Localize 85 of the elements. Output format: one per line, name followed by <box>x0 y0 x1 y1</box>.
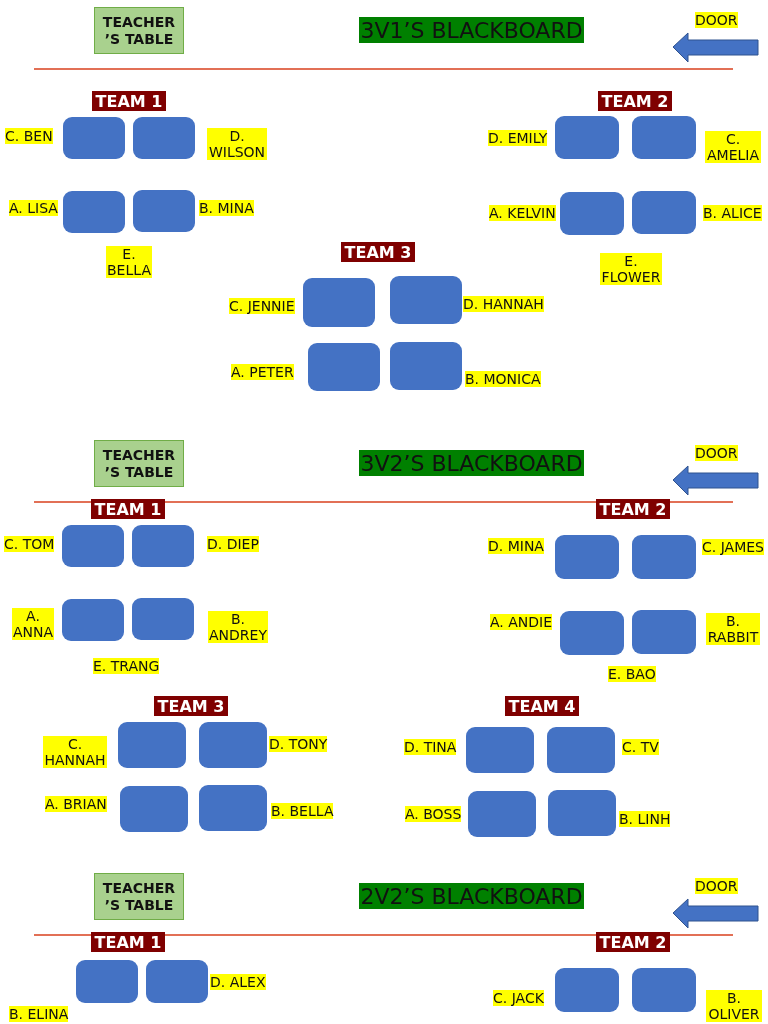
student-desk <box>468 791 536 837</box>
team-heading: TEAM 1 <box>91 932 165 952</box>
name-label: D. HANNAH <box>463 296 544 312</box>
name-label: B. MONICA <box>465 371 541 387</box>
team-heading: TEAM 4 <box>505 696 579 716</box>
name-label: B. OLIVER <box>706 990 762 1022</box>
student-desk <box>390 342 462 390</box>
name-label: C. JACK <box>493 990 544 1006</box>
name-label: B. LINH <box>619 811 671 827</box>
student-desk <box>63 117 125 159</box>
student-desk <box>62 525 124 567</box>
name-label: B. RABBIT <box>706 613 760 645</box>
student-desk <box>632 191 696 234</box>
student-desk <box>555 968 619 1012</box>
name-label: B. MINA <box>199 200 254 216</box>
name-label: DOOR <box>695 878 738 894</box>
blackboard-banner: 3V2’S BLACKBOARD <box>359 450 584 476</box>
name-label: B. ALICE <box>703 205 762 221</box>
student-desk <box>62 599 124 641</box>
student-desk <box>76 960 138 1003</box>
student-desk <box>548 790 616 836</box>
student-desk <box>118 722 186 768</box>
student-desk <box>133 117 195 159</box>
blackboard-banner: 3V1’S BLACKBOARD <box>359 17 584 43</box>
name-label: D. TINA <box>404 739 457 755</box>
name-label: DOOR <box>695 445 738 461</box>
student-desk <box>555 535 619 579</box>
student-desk <box>63 191 125 233</box>
student-desk <box>466 727 534 773</box>
team-heading: TEAM 2 <box>596 932 670 952</box>
name-label: D. ALEX <box>210 974 266 990</box>
student-desk <box>390 276 462 324</box>
name-label: C. HANNAH <box>43 736 107 768</box>
name-label: A. LISA <box>9 200 58 216</box>
student-desk <box>120 786 188 832</box>
student-desk <box>199 722 267 768</box>
student-desk <box>560 192 624 235</box>
student-desk <box>132 525 194 567</box>
student-desk <box>133 190 195 232</box>
student-desk <box>303 278 375 327</box>
name-label: D. WILSON <box>207 128 267 160</box>
student-desk <box>308 343 380 391</box>
name-label: DOOR <box>695 12 738 28</box>
blackboard-banner: 2V2’S BLACKBOARD <box>359 883 584 909</box>
name-label: C. TV <box>622 739 659 755</box>
teacher-table: TEACHER ’S TABLE <box>94 873 184 920</box>
name-label: A. BRIAN <box>45 796 107 812</box>
student-desk <box>632 968 696 1012</box>
name-label: D. MINA <box>488 538 544 554</box>
name-label: A. BOSS <box>405 806 462 822</box>
student-desk <box>132 598 194 640</box>
name-label: B. ELINA <box>9 1006 69 1022</box>
student-desk <box>199 785 267 831</box>
student-desk <box>547 727 615 773</box>
name-label: C. AMELIA <box>705 131 761 163</box>
team-heading: TEAM 2 <box>598 91 672 111</box>
name-label: D. DIEP <box>207 536 259 552</box>
student-desk <box>632 610 696 654</box>
name-label: C. BEN <box>5 128 53 144</box>
student-desk <box>632 116 696 159</box>
teacher-table: TEACHER ’S TABLE <box>94 440 184 487</box>
name-label: C. JAMES <box>702 539 764 555</box>
team-heading: TEAM 1 <box>91 499 165 519</box>
name-label: E. BAO <box>608 666 656 682</box>
name-label: B. ANDREY <box>208 611 268 643</box>
name-label: A. ANNA <box>12 608 54 640</box>
team-heading: TEAM 2 <box>596 499 670 519</box>
name-label: E. TRANG <box>93 658 160 674</box>
team-heading: TEAM 3 <box>341 242 415 262</box>
name-label: E. BELLA <box>106 246 152 278</box>
name-label: A. KELVIN <box>489 205 556 221</box>
student-desk <box>560 611 624 655</box>
name-label: C. JENNIE <box>229 298 295 314</box>
name-label: D. EMILY <box>488 130 548 146</box>
teacher-table: TEACHER ’S TABLE <box>94 7 184 54</box>
student-desk <box>555 116 619 159</box>
name-label: C. TOM <box>4 536 55 552</box>
name-label: A. ANDIE <box>490 614 553 630</box>
team-heading: TEAM 3 <box>154 696 228 716</box>
name-label: E. FLOWER <box>600 253 662 285</box>
name-label: D. TONY <box>269 736 328 752</box>
student-desk <box>632 535 696 579</box>
student-desk <box>146 960 208 1003</box>
name-label: A. PETER <box>231 364 294 380</box>
team-heading: TEAM 1 <box>92 91 166 111</box>
